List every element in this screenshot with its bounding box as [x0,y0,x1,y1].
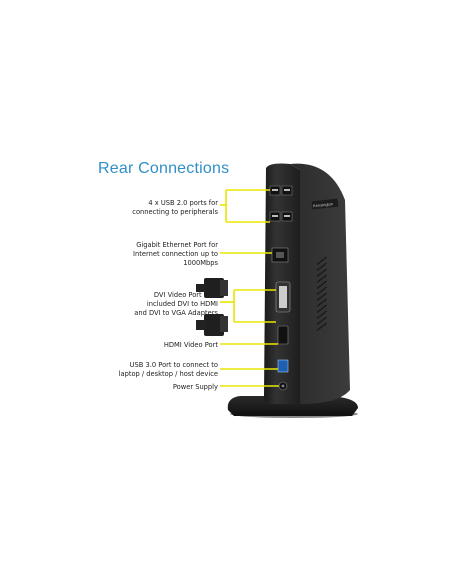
usb3-port [277,359,289,373]
label-ethernet-port: Gigabit Ethernet Port for Internet conne… [133,241,218,267]
label-power-supply: Power Supply [172,383,218,391]
callout-lines [220,189,279,387]
label-usb2-ports: 4 x USB 2.0 ports for connecting to peri… [132,199,218,216]
dock-side-panel [290,163,350,404]
vent-slots [316,256,327,332]
page-title: Rear Connections [98,160,230,177]
hdmi-port [277,325,289,345]
dvi-vga-adapter [196,314,228,336]
label-usb3-port: USB 3.0 Port to connect to laptop / desk… [118,361,218,378]
dvi-hdmi-adapter [196,278,228,298]
label-hdmi-port: HDMI Video Port [163,341,218,349]
brand-label: Kensington [313,201,333,208]
